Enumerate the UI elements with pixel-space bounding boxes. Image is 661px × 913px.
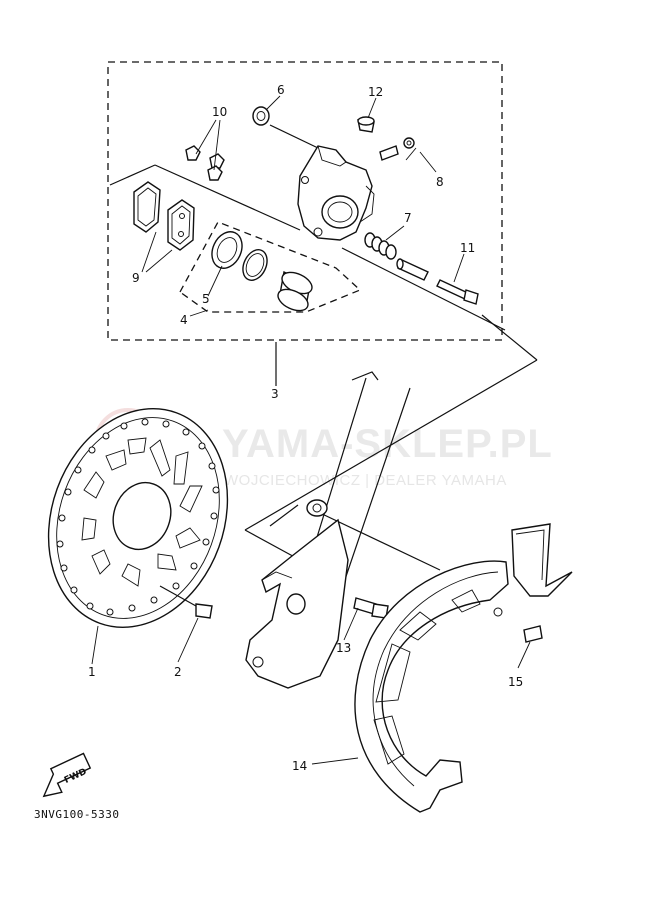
part-label-12: 12: [368, 85, 383, 99]
caliper-bolt: [436, 279, 479, 305]
disc-bolt: [159, 585, 213, 619]
part-label-15: 15: [508, 675, 523, 689]
fork-leg: [245, 371, 411, 689]
label-leaders: [91, 95, 531, 765]
bushing: [252, 106, 270, 126]
part-label-8: 8: [436, 175, 444, 189]
part-label-3: 3: [271, 387, 279, 401]
brake-pads: [133, 181, 195, 251]
cover-bolt: [523, 625, 543, 643]
pad-clips: [185, 145, 225, 181]
dust-boot: [364, 232, 397, 260]
part-label-11: 11: [460, 241, 475, 255]
part-label-9: 9: [132, 271, 140, 285]
slide-pin: [396, 258, 429, 281]
drawing-code: 3NVG100-5330: [34, 808, 119, 821]
watermark-subtitle: WOJCIECHOWICZ | DEALER YAMAHA: [224, 472, 507, 489]
watermark-title: YAMA-SKLEP.PL: [222, 422, 553, 466]
part-label-5: 5: [202, 292, 210, 306]
disc-cover: [354, 523, 573, 813]
part-label-6: 6: [277, 83, 285, 97]
part-label-14: 14: [292, 759, 307, 773]
disc-spokes: [81, 437, 203, 587]
caliper-assembly-box: [107, 61, 503, 341]
disc-holes: [56, 418, 220, 616]
part-label-10: 10: [212, 105, 227, 119]
part-label-4: 4: [180, 313, 188, 327]
guard-bolt: [353, 597, 389, 619]
caliper-piston: [277, 270, 313, 312]
caliper-body: [297, 145, 375, 241]
cap: [357, 116, 375, 133]
part-labels: 1 2 3 4 5 6 7 8 9 10 11 12 13 14 15: [88, 83, 523, 773]
piston-seals: [211, 231, 268, 281]
part-label-7: 7: [404, 211, 412, 225]
brake-disc: [47, 408, 229, 628]
bleed-screws: [379, 137, 415, 161]
part-label-1: 1: [88, 665, 96, 679]
forward-arrow-icon: FWD: [42, 752, 92, 798]
watermark: YAMA-SKLEP.PL WOJCIECHOWICZ | DEALER YAM…: [94, 408, 553, 489]
part-label-2: 2: [174, 665, 182, 679]
part-label-13: 13: [336, 641, 351, 655]
